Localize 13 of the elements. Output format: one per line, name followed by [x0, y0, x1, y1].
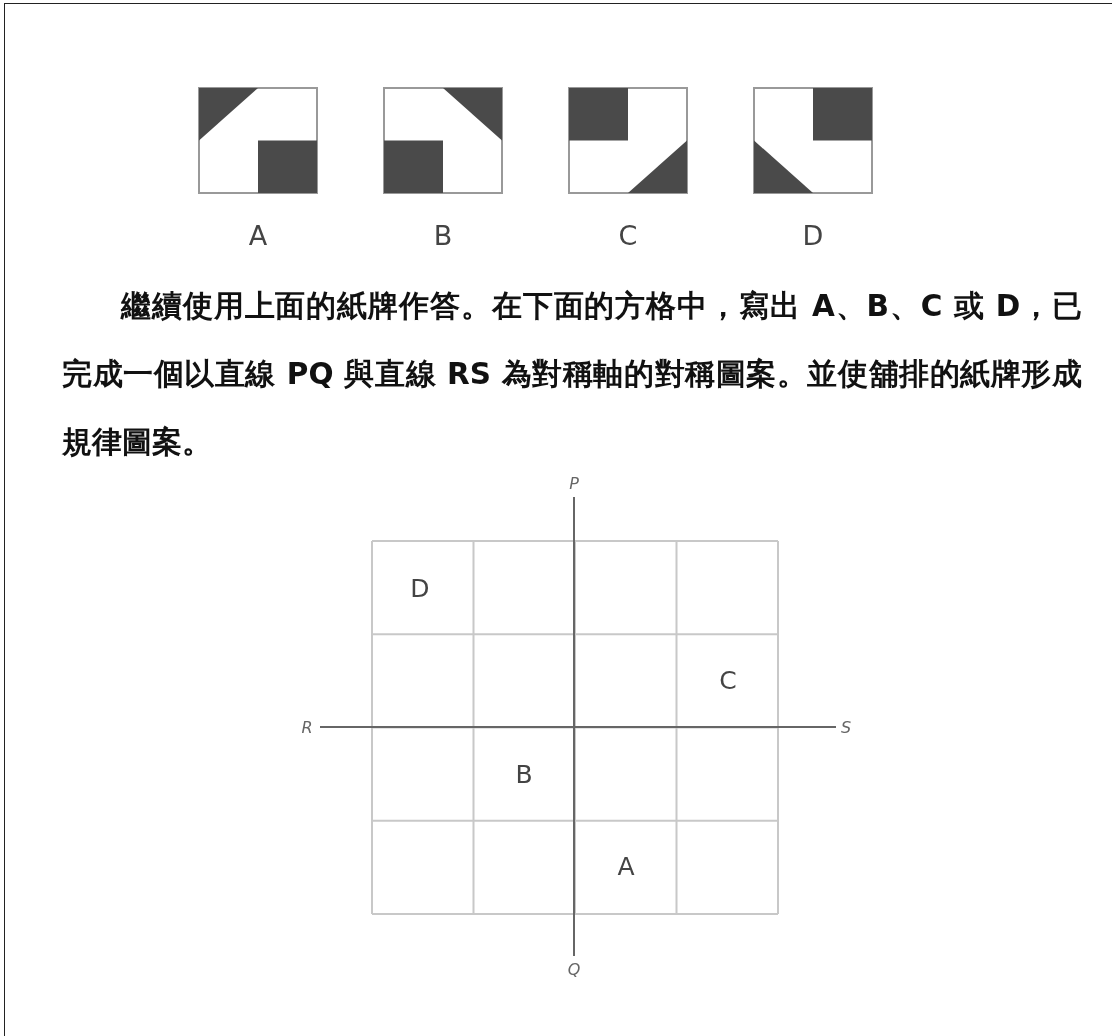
card-letter: D	[801, 221, 825, 251]
axis-label: Q	[567, 962, 581, 978]
card-letter: A	[247, 221, 269, 251]
instruction-text: 繼續使用上面的紙牌作答。在下面的方格中，寫出 A、B、C 或 D，已完成一個以直線 PQ 與直線 RS 為對稱軸的對稱圖案。並使舖排的紙牌形成規律圖案。	[62, 288, 1082, 461]
card-letter: B	[432, 221, 454, 251]
axis-label: S	[840, 720, 852, 736]
cell-letter: A	[617, 853, 635, 879]
cell-letter: B	[515, 761, 533, 787]
cell-letter: C	[719, 667, 737, 693]
axis-label: R	[301, 720, 313, 736]
cell-letter: D	[410, 575, 430, 601]
card-letter: C	[617, 221, 639, 251]
axis-label: P	[569, 476, 579, 492]
